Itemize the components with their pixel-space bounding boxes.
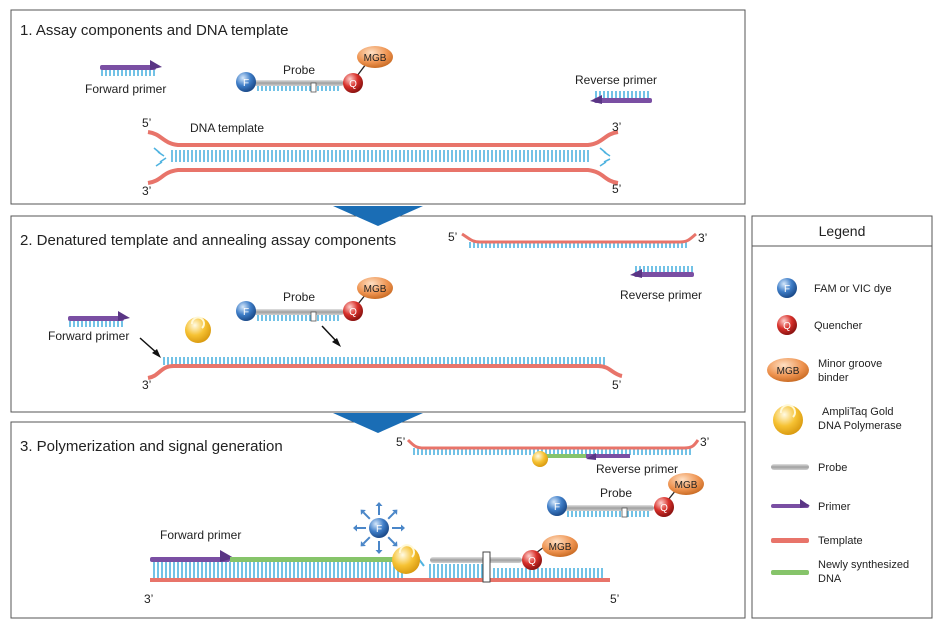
p2-3prime-bottom: 3’ bbox=[142, 378, 151, 392]
template-top-strand-2 bbox=[461, 232, 697, 248]
forward-primer-label-3: Forward primer bbox=[160, 528, 241, 542]
panel-2-title: 2. Denatured template and annealing assa… bbox=[20, 232, 396, 249]
p3-5prime-top: 5’ bbox=[396, 435, 405, 449]
legend-item-newdna-1: Newly synthesized bbox=[818, 559, 909, 571]
legend-item-quencher: Quencher bbox=[814, 320, 863, 332]
p1-5prime-top: 5’ bbox=[142, 116, 151, 130]
svg-text:Q: Q bbox=[783, 321, 791, 332]
step-arrow-1 bbox=[333, 206, 423, 226]
svg-text:Q: Q bbox=[349, 307, 357, 318]
template-bottom-strand-2 bbox=[147, 357, 623, 380]
released-dye-3: F bbox=[353, 502, 405, 554]
svg-text:Q: Q bbox=[660, 503, 668, 514]
step-arrow-2 bbox=[333, 413, 423, 433]
svg-text:MGB: MGB bbox=[675, 480, 698, 491]
reverse-primer-1 bbox=[590, 91, 652, 104]
probe-2: MGB F Q bbox=[236, 277, 393, 322]
reverse-primer-label-2: Reverse primer bbox=[620, 288, 702, 302]
svg-text:F: F bbox=[554, 502, 560, 513]
legend-item-primer: Primer bbox=[818, 501, 851, 513]
p1-3prime-bottom: 3’ bbox=[142, 184, 151, 198]
p3-3prime-bottom: 3’ bbox=[144, 592, 153, 606]
panel-1-box bbox=[10, 9, 746, 205]
quencher-q-1 bbox=[343, 73, 363, 93]
svg-text:MGB: MGB bbox=[364, 284, 387, 295]
probe-label-2: Probe bbox=[283, 290, 315, 304]
forward-primer-1 bbox=[100, 60, 162, 76]
rungs bbox=[101, 70, 155, 76]
polymerase-2 bbox=[185, 316, 211, 343]
legend-template-icon bbox=[771, 538, 809, 543]
legend-item-template: Template bbox=[818, 535, 863, 547]
p2-5prime-top: 5’ bbox=[448, 230, 457, 244]
legend-dye-icon bbox=[777, 278, 797, 298]
dna-template-1 bbox=[147, 130, 619, 185]
probe-label-1: Probe bbox=[283, 63, 315, 77]
legend-quencher-icon bbox=[777, 315, 797, 335]
p1-5prime-bottom: 5’ bbox=[612, 182, 621, 196]
legend-item-dye: FAM or VIC dye bbox=[814, 283, 892, 295]
reverse-primer-2 bbox=[630, 266, 694, 278]
mgb-1 bbox=[357, 46, 393, 68]
panel-3-title: 3. Polymerization and signal generation bbox=[20, 438, 283, 455]
legend-item-polymerase-2: DNA Polymerase bbox=[818, 420, 902, 432]
legend-polymerase-icon bbox=[773, 404, 803, 435]
forward-primer-label-2: Forward primer bbox=[48, 329, 129, 343]
p2-3prime-top: 3’ bbox=[698, 231, 707, 245]
svg-text:MGB: MGB bbox=[364, 53, 387, 64]
legend-probe-icon bbox=[771, 464, 809, 470]
p1-3prime-top: 3’ bbox=[612, 120, 621, 134]
svg-text:F: F bbox=[376, 524, 382, 535]
panel-2-box bbox=[10, 215, 746, 413]
template-bottom-3 bbox=[150, 550, 610, 582]
polymerase-3 bbox=[392, 544, 420, 574]
svg-text:Q: Q bbox=[528, 556, 536, 567]
dye-f-1 bbox=[236, 72, 256, 92]
p3-5prime-bottom: 5’ bbox=[610, 592, 619, 606]
forward-primer-label-1: Forward primer bbox=[85, 82, 166, 96]
legend-item-polymerase-1: AmpliTaq Gold bbox=[822, 406, 894, 418]
probe-label-3: Probe bbox=[600, 486, 632, 500]
legend-mgb-icon bbox=[767, 358, 809, 382]
probe-3-bound: MGB Q bbox=[430, 535, 578, 583]
legend-item-mgb-2: binder bbox=[818, 372, 849, 384]
reverse-primer-label-1: Reverse primer bbox=[575, 73, 657, 87]
svg-text:MGB: MGB bbox=[777, 366, 800, 377]
svg-text:F: F bbox=[243, 307, 249, 318]
p2-5prime-bottom: 5’ bbox=[612, 378, 621, 392]
dna-template-label: DNA template bbox=[190, 121, 264, 135]
svg-text:MGB: MGB bbox=[549, 542, 572, 553]
svg-text:F: F bbox=[784, 284, 790, 295]
panel-1-title: 1. Assay components and DNA template bbox=[20, 22, 288, 39]
probe-1: MGB F Q bbox=[236, 46, 393, 93]
forward-primer-2 bbox=[68, 311, 130, 327]
legend-item-newdna-2: DNA bbox=[818, 573, 842, 585]
legend-title: Legend bbox=[819, 223, 866, 239]
legend-item-probe: Probe bbox=[818, 462, 847, 474]
legend-newdna-icon bbox=[771, 570, 809, 575]
svg-text:F: F bbox=[243, 78, 249, 89]
reverse-primer-label-3: Reverse primer bbox=[596, 462, 678, 476]
legend-item-mgb-1: Minor groove bbox=[818, 358, 882, 370]
template-top-strand-3 bbox=[406, 438, 700, 467]
probe-3-free: MGB F Q bbox=[547, 473, 704, 518]
p3-3prime-top: 3’ bbox=[700, 435, 709, 449]
svg-text:Q: Q bbox=[349, 79, 357, 90]
legend-primer-icon bbox=[771, 499, 810, 508]
